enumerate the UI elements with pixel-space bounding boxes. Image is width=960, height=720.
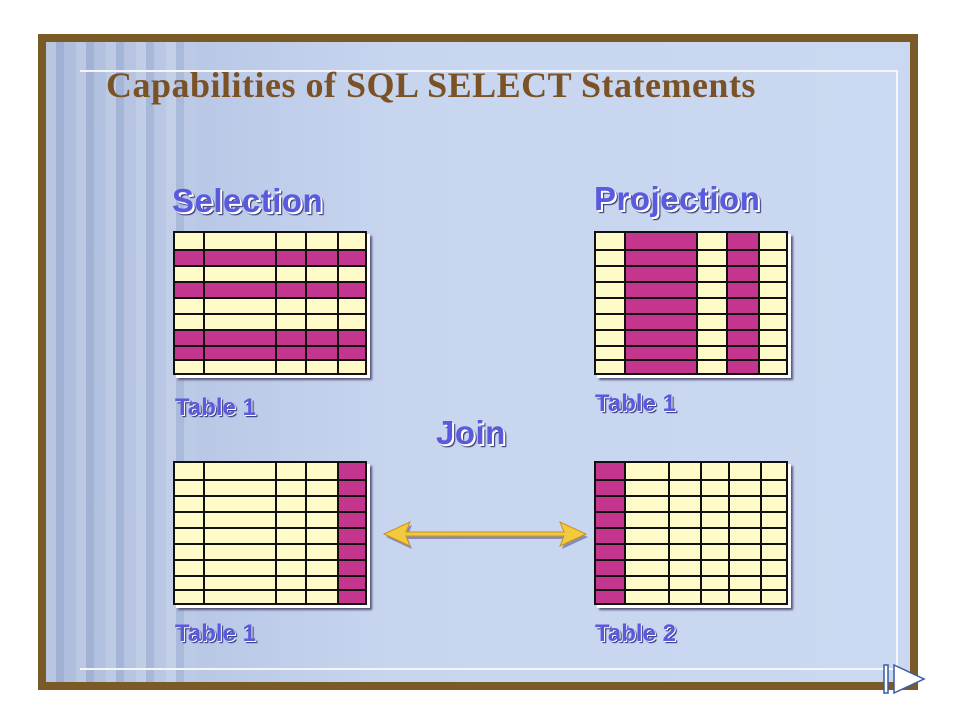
column-divider <box>696 233 698 373</box>
row-divider <box>596 265 786 267</box>
column-divider <box>305 463 307 603</box>
row-divider <box>596 281 786 283</box>
join-key-column <box>339 463 365 603</box>
row-divider <box>175 589 365 591</box>
row-divider <box>596 479 786 481</box>
row-divider <box>596 575 786 577</box>
join-left-table <box>173 461 367 605</box>
pillar-decoration <box>46 42 196 682</box>
row-divider <box>175 359 365 361</box>
row-divider <box>596 249 786 251</box>
row-divider <box>596 313 786 315</box>
projection-table <box>594 231 788 375</box>
row-divider <box>175 313 365 315</box>
column-divider <box>758 233 760 373</box>
join-left-table-label: Table 1 <box>175 620 256 647</box>
next-slide-icon[interactable] <box>882 663 928 697</box>
column-divider <box>760 463 762 603</box>
row-divider <box>175 559 365 561</box>
column-divider <box>728 463 730 603</box>
join-right-table <box>594 461 788 605</box>
row-divider <box>596 297 786 299</box>
column-divider <box>668 463 670 603</box>
column-divider <box>337 233 339 373</box>
row-divider <box>596 589 786 591</box>
projection-table-label: Table 1 <box>595 390 676 417</box>
selection-heading: Selection <box>172 182 324 219</box>
row-divider <box>596 543 786 545</box>
column-divider <box>624 233 626 373</box>
inner-border <box>80 70 898 670</box>
row-divider <box>175 543 365 545</box>
row-divider <box>596 559 786 561</box>
projection-heading: Projection <box>594 180 761 217</box>
row-divider <box>175 345 365 347</box>
row-divider <box>596 329 786 331</box>
row-divider <box>175 281 365 283</box>
row-divider <box>596 345 786 347</box>
selected-row <box>175 281 365 297</box>
row-divider <box>596 359 786 361</box>
row-divider <box>175 479 365 481</box>
selected-row <box>175 345 365 361</box>
join-right-table-label: Table 2 <box>595 620 676 647</box>
column-divider <box>203 233 205 373</box>
row-divider <box>596 495 786 497</box>
selection-table <box>173 231 367 375</box>
projected-column <box>726 233 758 373</box>
column-divider <box>275 463 277 603</box>
join-heading: Join <box>436 414 506 451</box>
selection-table-label: Table 1 <box>175 394 256 421</box>
double-headed-arrow-icon <box>382 521 588 549</box>
column-divider <box>275 233 277 373</box>
row-divider <box>175 511 365 513</box>
row-divider <box>175 329 365 331</box>
row-divider <box>175 495 365 497</box>
column-divider <box>624 463 626 603</box>
row-divider <box>596 511 786 513</box>
slide-title: Capabilities of SQL SELECT Statements <box>106 65 756 105</box>
row-divider <box>175 575 365 577</box>
row-divider <box>175 249 365 251</box>
selected-row <box>175 249 365 265</box>
join-key-column <box>596 463 624 603</box>
column-divider <box>700 463 702 603</box>
row-divider <box>596 527 786 529</box>
column-divider <box>726 233 728 373</box>
row-divider <box>175 265 365 267</box>
column-divider <box>305 233 307 373</box>
column-divider <box>337 463 339 603</box>
row-divider <box>175 297 365 299</box>
column-divider <box>203 463 205 603</box>
selected-row <box>175 329 365 345</box>
projected-column <box>624 233 696 373</box>
row-divider <box>175 527 365 529</box>
